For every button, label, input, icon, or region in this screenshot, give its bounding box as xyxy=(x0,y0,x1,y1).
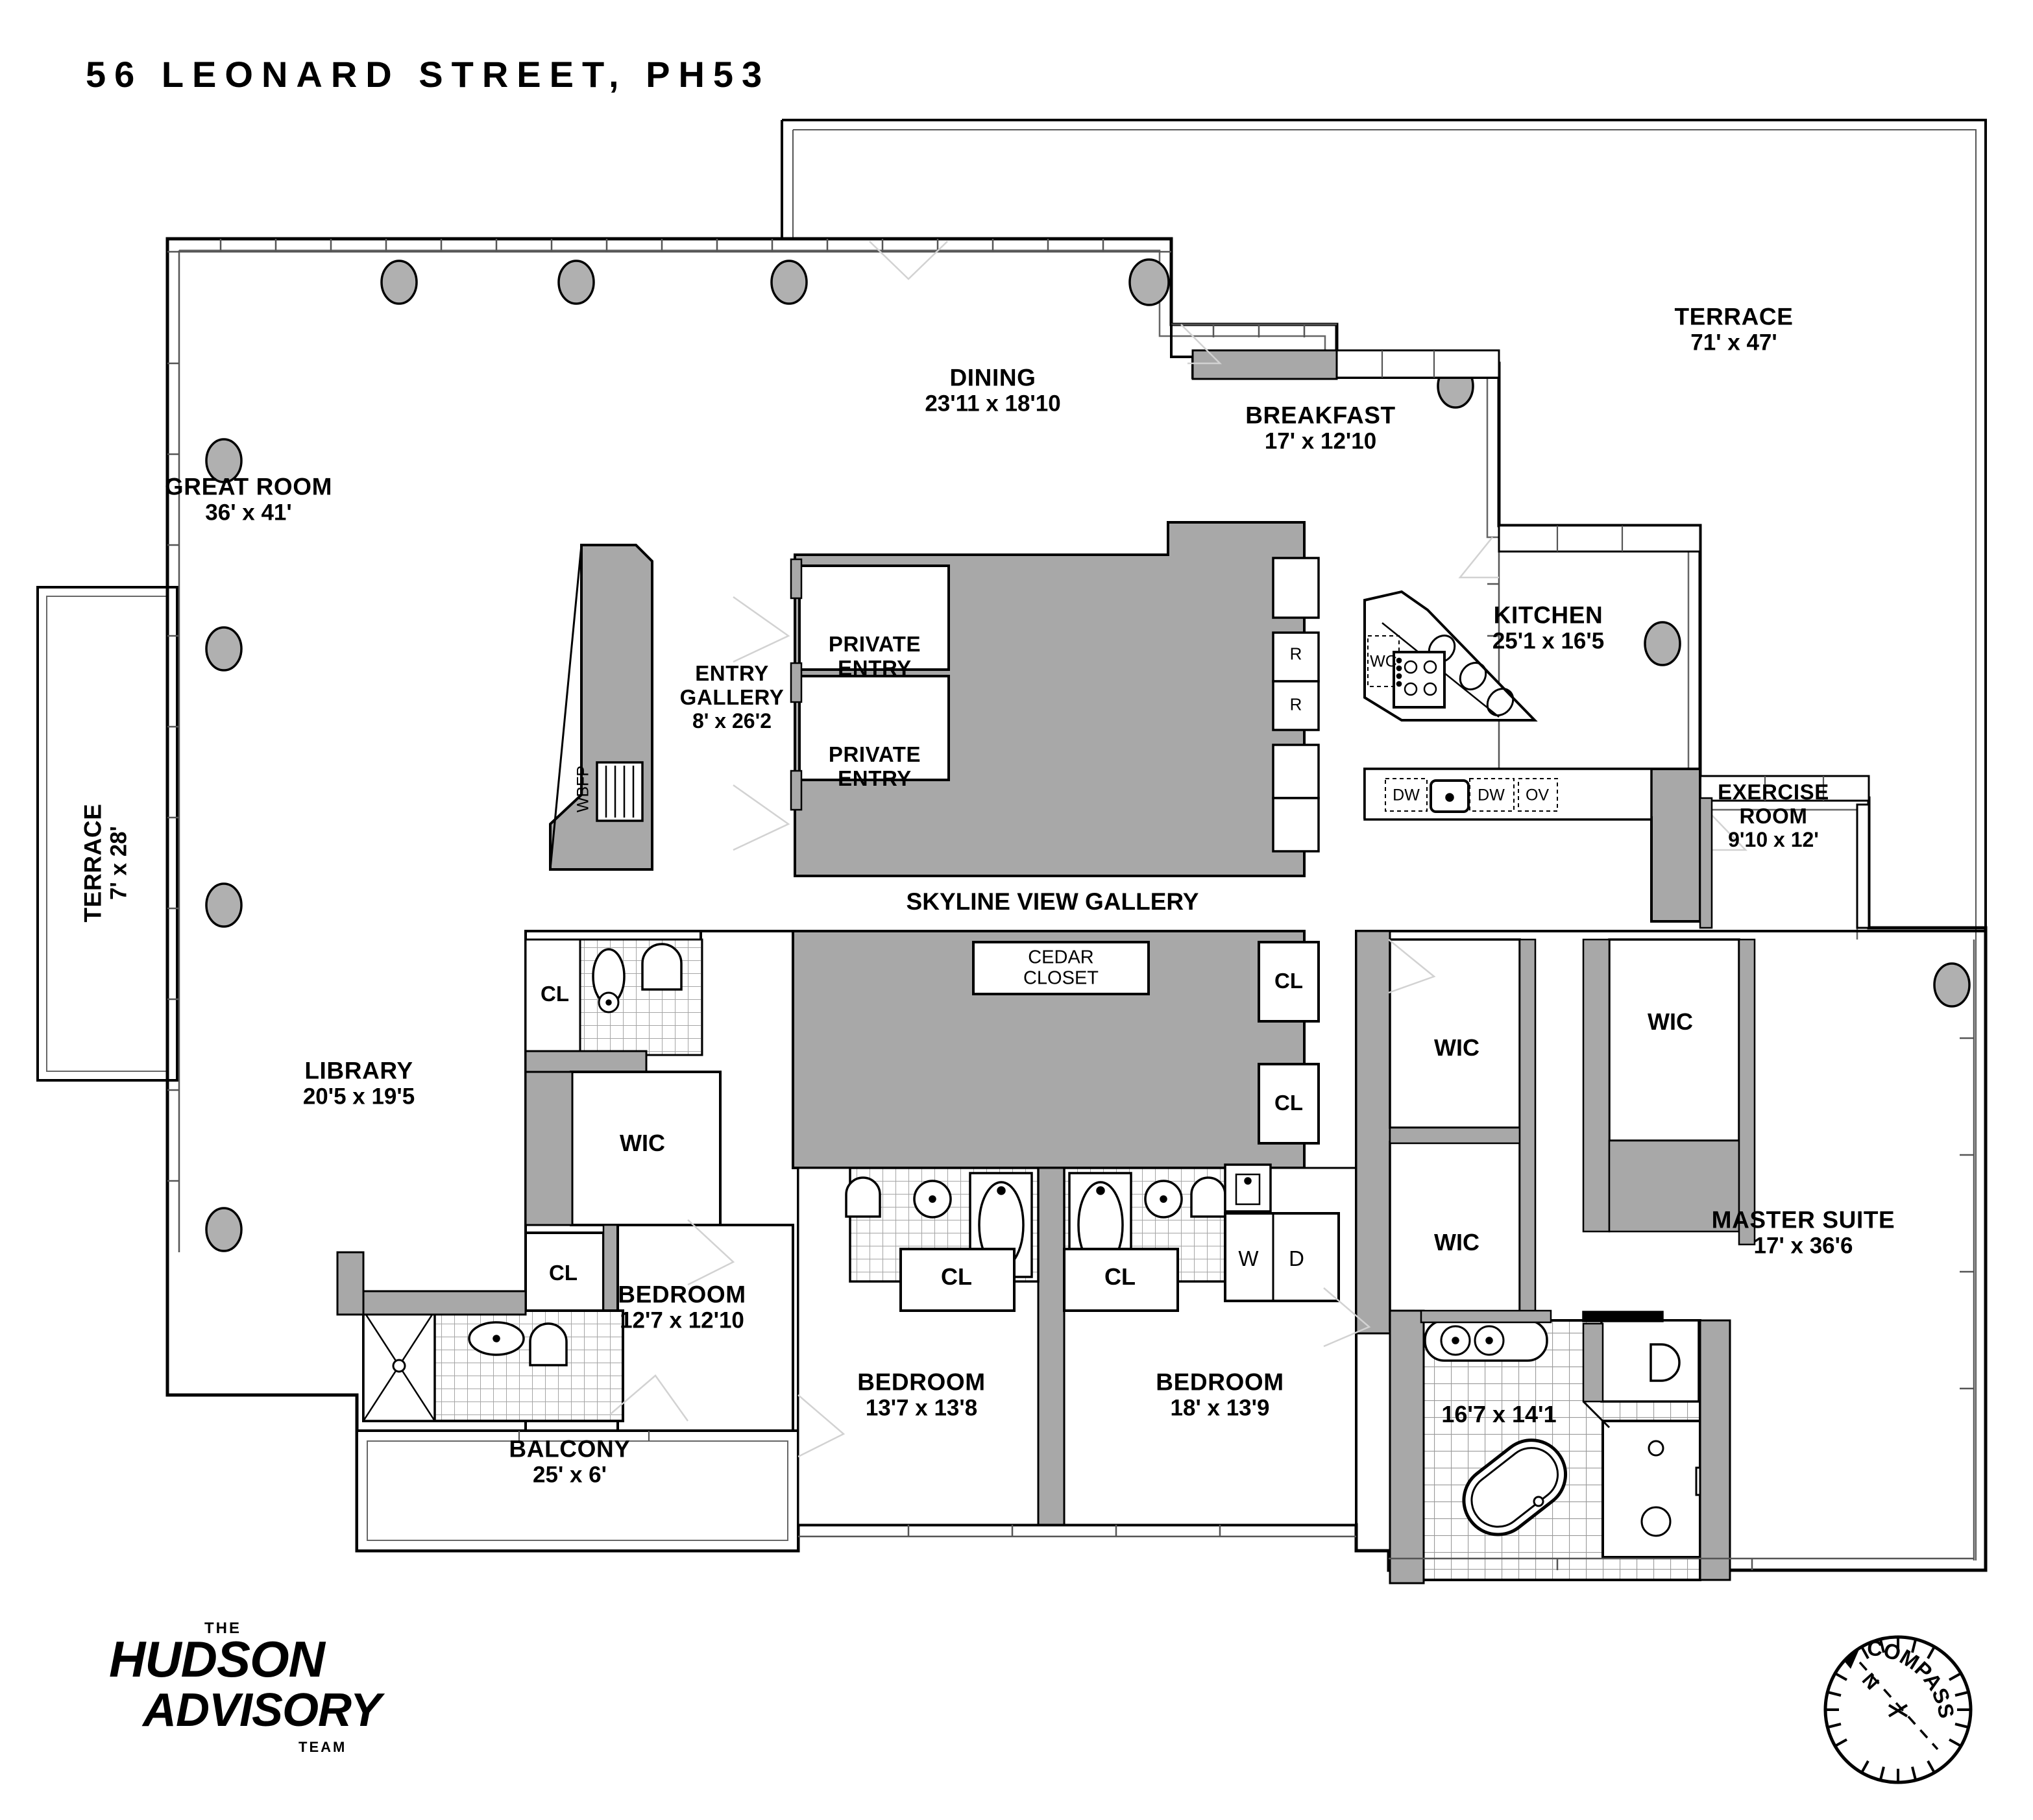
appliance-label-refrigerator-lower: R xyxy=(1289,694,1302,714)
appliance-label-wine-cooler: WC xyxy=(1370,652,1397,671)
appliance-label-fireplace: WBFP xyxy=(574,765,592,813)
compass-rose: N COMPASS xyxy=(1823,1635,1973,1784)
appliance-label-dishwasher-2: DW xyxy=(1478,786,1505,805)
logo-hudson: HUDSON xyxy=(109,1631,325,1688)
hudson-advisory-logo: THE HUDSON ADVISORY TEAM xyxy=(104,1616,382,1765)
logo-advisory: ADVISORY xyxy=(143,1684,382,1736)
appliance-label-dryer: D xyxy=(1289,1246,1304,1270)
appliance-label-refrigerator-upper: R xyxy=(1289,644,1302,664)
area-label-skyline-view-gallery: SKYLINE VIEW GALLERY xyxy=(906,888,1199,915)
closet-label-cl-bedroom2: CL xyxy=(941,1263,972,1290)
closet-label-wic-master-right: WIC xyxy=(1648,1008,1693,1035)
area-label-master-bath-dimensions: 16'7 x 14'1 xyxy=(1441,1401,1557,1427)
closet-label-cl-bedroom1: CL xyxy=(549,1261,578,1285)
closet-label-cl-bedroom3: CL xyxy=(1104,1263,1136,1290)
closet-label-cl-gallery-lower: CL xyxy=(1274,1091,1303,1115)
closet-label-cl-gallery-upper: CL xyxy=(1274,969,1303,993)
appliance-label-oven: OV xyxy=(1525,786,1550,805)
appliance-label-washer: W xyxy=(1238,1246,1259,1270)
closet-label-wic-library: WIC xyxy=(620,1130,665,1156)
logo-the: THE xyxy=(204,1620,241,1637)
closet-label-wic-master-left-lower: WIC xyxy=(1434,1229,1479,1256)
logo-team: TEAM xyxy=(298,1739,347,1755)
page-title: 56 LEONARD STREET, PH53 xyxy=(86,54,771,95)
closet-label-wic-master-left-upper: WIC xyxy=(1434,1034,1479,1061)
closet-label-cl-library: CL xyxy=(541,982,569,1006)
appliance-label-dishwasher-1: DW xyxy=(1393,786,1420,805)
